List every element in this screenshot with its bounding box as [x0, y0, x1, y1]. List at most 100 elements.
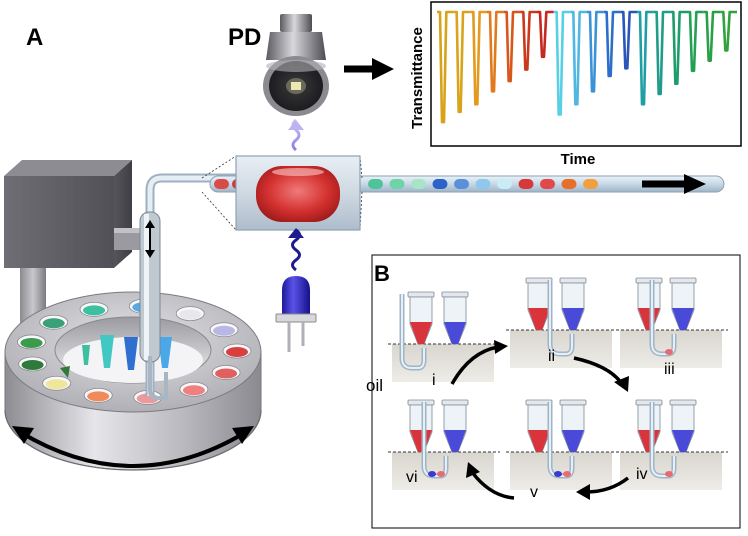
- tube-droplet: [540, 179, 555, 189]
- cycle-arrowhead-2: [614, 376, 629, 392]
- transmittance-dip: [537, 10, 554, 59]
- transmitted-beam-head: [288, 120, 304, 130]
- step-label: iii: [664, 361, 675, 378]
- cycle-arrowhead-4: [466, 462, 480, 478]
- well-sample: [225, 347, 248, 358]
- tube-droplet: [214, 179, 229, 189]
- transmittance-dip: [553, 10, 571, 116]
- eppendorf-tube: [441, 399, 469, 453]
- pd-label: PD: [228, 24, 261, 51]
- transmittance-dip: [587, 10, 604, 93]
- chart-ylabel: Transmittance: [409, 27, 426, 129]
- transmittance-dip: [603, 10, 621, 78]
- transmittance-dip: [637, 10, 654, 106]
- red-droplet: [665, 349, 673, 355]
- well-sample: [83, 305, 106, 316]
- well-sample: [87, 391, 110, 402]
- red-droplet: [437, 471, 445, 477]
- cycle-arrowhead-1: [494, 340, 508, 354]
- transmittance-dip: [487, 10, 504, 93]
- tube-droplet: [475, 179, 491, 189]
- tube-droplet: [454, 179, 469, 189]
- panel-b-label: B: [374, 261, 390, 286]
- transmittance-dip: [620, 10, 637, 70]
- well-sample: [182, 385, 205, 396]
- eppendorf-tube: [525, 399, 553, 453]
- inner-tube-blue: [124, 337, 138, 370]
- transmittance-dip: [653, 10, 671, 96]
- pump-box: [4, 160, 144, 268]
- cycle-arrowhead-3: [576, 484, 590, 500]
- chart-xlabel: Time: [561, 151, 596, 168]
- eppendorf-tube: [559, 399, 587, 453]
- sample-carousel: [4, 291, 262, 471]
- rotation-arrowhead-right: [232, 426, 254, 444]
- oil-bath: [510, 330, 612, 368]
- oil-bath: [620, 452, 722, 490]
- eppendorf-tube: [669, 277, 697, 331]
- well-sample: [20, 337, 43, 348]
- photodetector: [263, 14, 329, 116]
- step-iv: iv: [616, 399, 728, 490]
- oil-bath: [620, 330, 722, 368]
- blue-droplet: [554, 471, 562, 477]
- inner-tube-teal: [82, 345, 90, 365]
- transmittance-dip: [503, 10, 521, 83]
- tube-droplet: [561, 179, 577, 189]
- transmittance-dip: [437, 10, 454, 124]
- step-iii: iii: [616, 277, 728, 378]
- rotation-arrowhead-left: [12, 426, 34, 444]
- transmittance-chart: Transmittance Time: [409, 1, 742, 168]
- cycle-arrow-1: [450, 345, 499, 385]
- transmittance-dip: [470, 10, 487, 106]
- blue-droplet: [428, 471, 436, 477]
- well-sample: [179, 309, 202, 320]
- oil-bath: [510, 452, 612, 490]
- well-sample: [213, 325, 236, 336]
- well-sample: [215, 368, 238, 379]
- tube-droplet: [411, 179, 426, 189]
- transmittance-dip: [453, 10, 471, 114]
- panel-a-label: A: [26, 24, 43, 51]
- step-i: i: [388, 291, 500, 389]
- oil-label: oil: [366, 376, 383, 395]
- sampling-capillary: [139, 173, 238, 400]
- step-label: v: [530, 484, 538, 501]
- step-ii: ii: [506, 277, 618, 368]
- tube-droplet: [368, 179, 383, 189]
- eppendorf-tube: [669, 399, 697, 453]
- inner-tube-cyan: [100, 335, 114, 368]
- well-sample: [42, 318, 65, 329]
- step-label: ii: [548, 348, 555, 365]
- red-droplet: [563, 471, 571, 477]
- rotation-arrow: [18, 430, 248, 468]
- detection-chamber: [201, 155, 363, 231]
- oil-bath: [392, 344, 494, 382]
- transmittance-dip: [520, 10, 537, 71]
- step-label: i: [432, 372, 436, 389]
- step-label: iv: [636, 466, 648, 483]
- tube-droplet: [432, 179, 448, 189]
- eppendorf-tube: [441, 291, 469, 345]
- tube-droplet: [497, 179, 512, 189]
- transmittance-dip: [570, 10, 587, 106]
- transmittance-dip: [703, 10, 721, 62]
- transmittance-dip: [670, 10, 687, 85]
- step-label: vi: [406, 469, 418, 486]
- cycle-arrow-4: [470, 470, 515, 500]
- flow-arrowhead: [684, 174, 706, 194]
- well-sample: [21, 359, 44, 370]
- tube-droplet: [518, 179, 534, 189]
- inner-tube-green: [60, 366, 70, 378]
- incident-beam-head: [288, 228, 304, 238]
- transmittance-dip: [720, 10, 737, 52]
- transmittance-dip: [687, 10, 704, 73]
- red-droplet: [665, 471, 673, 477]
- eppendorf-tube: [559, 277, 587, 331]
- led-source: [275, 276, 317, 352]
- tube-droplet: [389, 179, 405, 189]
- zoomed-droplet: [256, 166, 340, 222]
- inner-tube-lightblue: [158, 337, 172, 368]
